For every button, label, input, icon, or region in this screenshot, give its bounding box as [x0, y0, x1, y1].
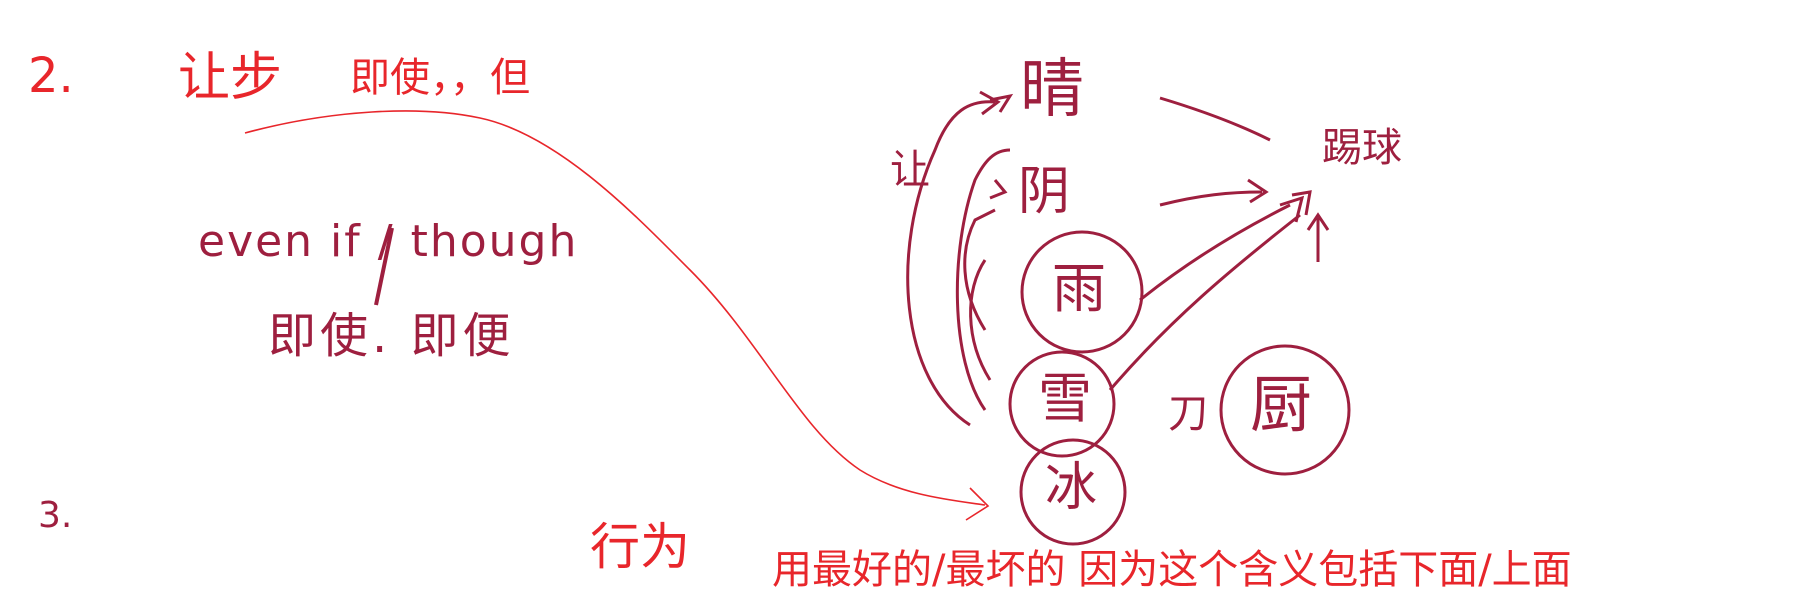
- connector-arrowhead: [965, 487, 990, 521]
- snow-to-football-arrow: [1108, 213, 1301, 391]
- concession-heading: 让步: [178, 48, 283, 108]
- left-arrow-mid: [955, 148, 1011, 411]
- kitchen-circle: [1219, 344, 1351, 476]
- rain-label: 雨: [1052, 257, 1106, 320]
- rain-to-football-arrow: [1139, 203, 1291, 302]
- even-if-chinese-note: 即使. 即便: [268, 308, 515, 364]
- item-number-two: 2.: [28, 48, 74, 104]
- sunny-label: 晴: [1020, 53, 1084, 127]
- rang-label: 让: [890, 147, 930, 193]
- left-arrow-inner-1: [969, 259, 992, 381]
- snow-circle: [1008, 350, 1116, 458]
- left-arrow-inner-2: [963, 208, 996, 331]
- dao-label: 刀: [1168, 391, 1208, 437]
- rain-circle: [1020, 230, 1144, 354]
- behavior-note: 行为: [590, 518, 690, 576]
- cloudy-to-football-arrow: [1159, 190, 1263, 207]
- cloudy-label: 阴: [1018, 162, 1071, 222]
- explanation-text: 用最好的/最坏的 因为这个含义包括下面/上面: [772, 547, 1572, 593]
- even-if-note: even if / though: [198, 216, 579, 267]
- kitchen-label: 厨: [1250, 368, 1313, 441]
- snow-label: 雪: [1038, 367, 1092, 430]
- ice-circle: [1019, 438, 1127, 546]
- ice-label: 冰: [1045, 458, 1098, 518]
- concession-gloss: 即使，，但: [350, 55, 530, 101]
- sunny-to-football-stroke: [1159, 96, 1271, 142]
- connector-curve: [244, 110, 986, 506]
- slash-stroke: [374, 227, 394, 306]
- item-number-three: 3.: [38, 495, 73, 536]
- left-arrow-outer: [906, 100, 996, 427]
- football-label: 踢球: [1322, 125, 1402, 171]
